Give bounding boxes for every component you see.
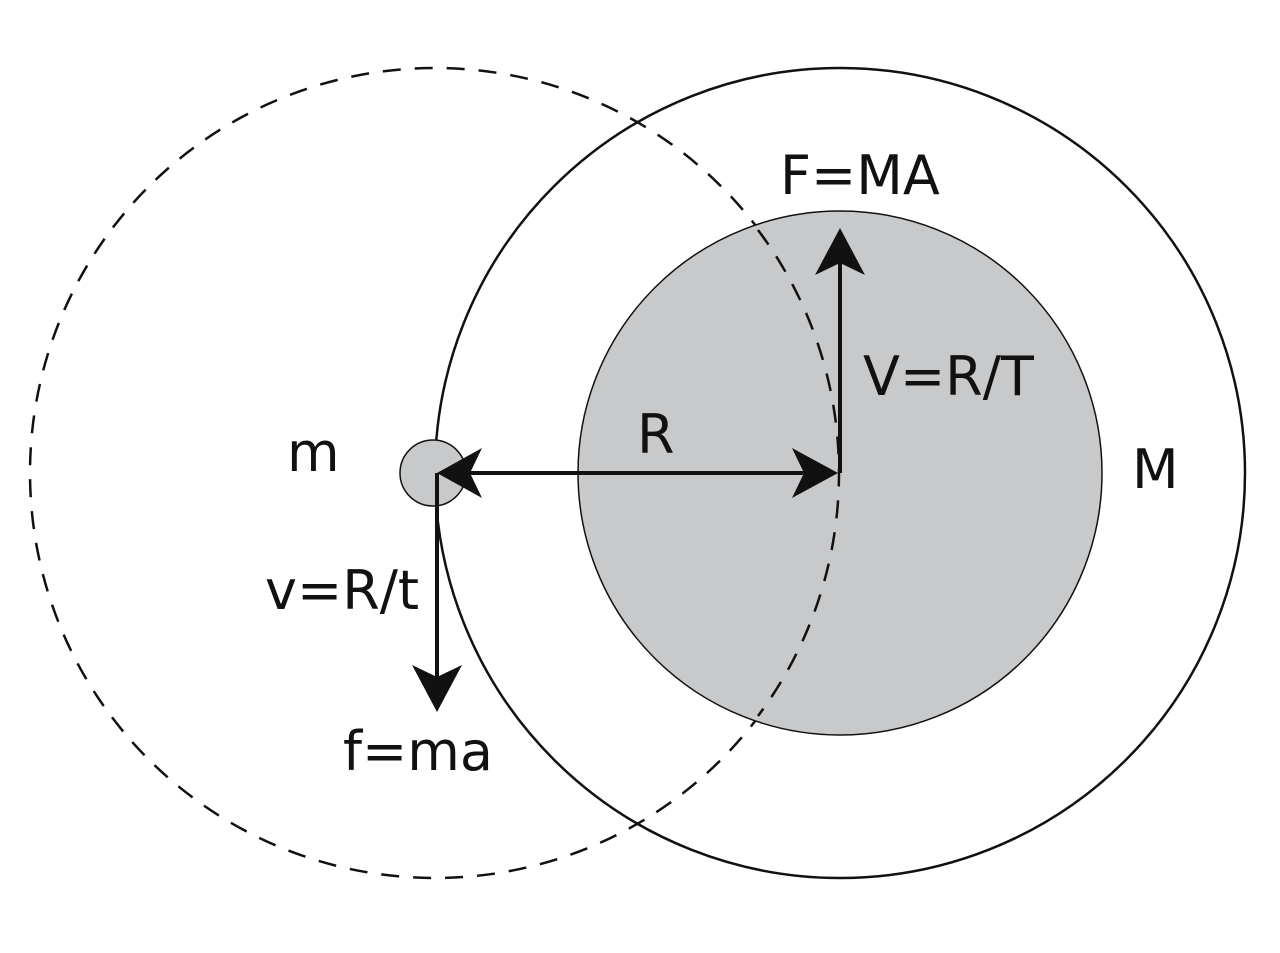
label-big-velocity: V=R/T — [863, 345, 1035, 408]
label-big-mass: M — [1132, 438, 1179, 501]
label-small-mass: m — [287, 421, 340, 484]
radius-arrow-head-left — [437, 448, 482, 498]
small-velocity-arrow-head — [412, 665, 462, 712]
label-big-force: F=MA — [780, 144, 940, 207]
label-small-velocity: v=R/t — [265, 559, 419, 622]
label-small-force: f=ma — [343, 720, 493, 783]
radius-arrow-head-right — [792, 448, 838, 498]
big-velocity-arrow-head — [815, 228, 865, 275]
label-radius: R — [637, 403, 675, 466]
